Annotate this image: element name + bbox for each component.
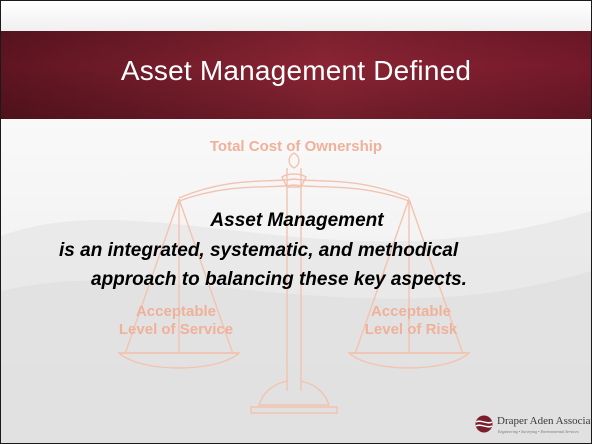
body-line-3: approach to balancing these key aspects. xyxy=(91,269,467,290)
logo-tagline: Engineering • Surveying • Environmental … xyxy=(498,429,579,434)
label-level-of-service-line1: Acceptable xyxy=(135,303,217,320)
label-level-of-risk: Acceptable Level of Risk xyxy=(331,303,491,339)
company-logo: Draper Aden Associates Engineering • Sur… xyxy=(475,413,591,439)
scale-right-pan xyxy=(347,352,471,369)
scale-beam xyxy=(178,178,410,199)
label-level-of-risk-line2: Level of Risk xyxy=(364,321,458,338)
title-bar xyxy=(1,31,591,119)
label-level-of-service-line2: Level of Service xyxy=(118,321,234,338)
slide-title: Asset Management Defined xyxy=(120,55,472,86)
scale-pillar xyxy=(286,168,302,391)
body-line-1: Asset Management xyxy=(210,210,384,231)
scale-left-strings xyxy=(124,198,234,355)
logo-name: Draper Aden Associates xyxy=(497,415,591,427)
top-strip xyxy=(1,1,591,31)
body-line-2: is an integrated, systematic, and method… xyxy=(59,240,459,261)
scale-finial xyxy=(288,152,300,169)
title-bar-shade xyxy=(1,31,591,119)
scale-right-strings xyxy=(354,198,464,355)
scale-base xyxy=(258,380,330,406)
logo-mark-icon xyxy=(475,415,493,433)
label-total-cost: Total Cost of Ownership xyxy=(209,138,383,155)
scale-left-pan xyxy=(117,352,241,369)
label-level-of-service: Acceptable Level of Service xyxy=(96,303,256,339)
label-level-of-risk-line1: Acceptable xyxy=(370,303,452,320)
background-wave xyxy=(1,211,591,443)
